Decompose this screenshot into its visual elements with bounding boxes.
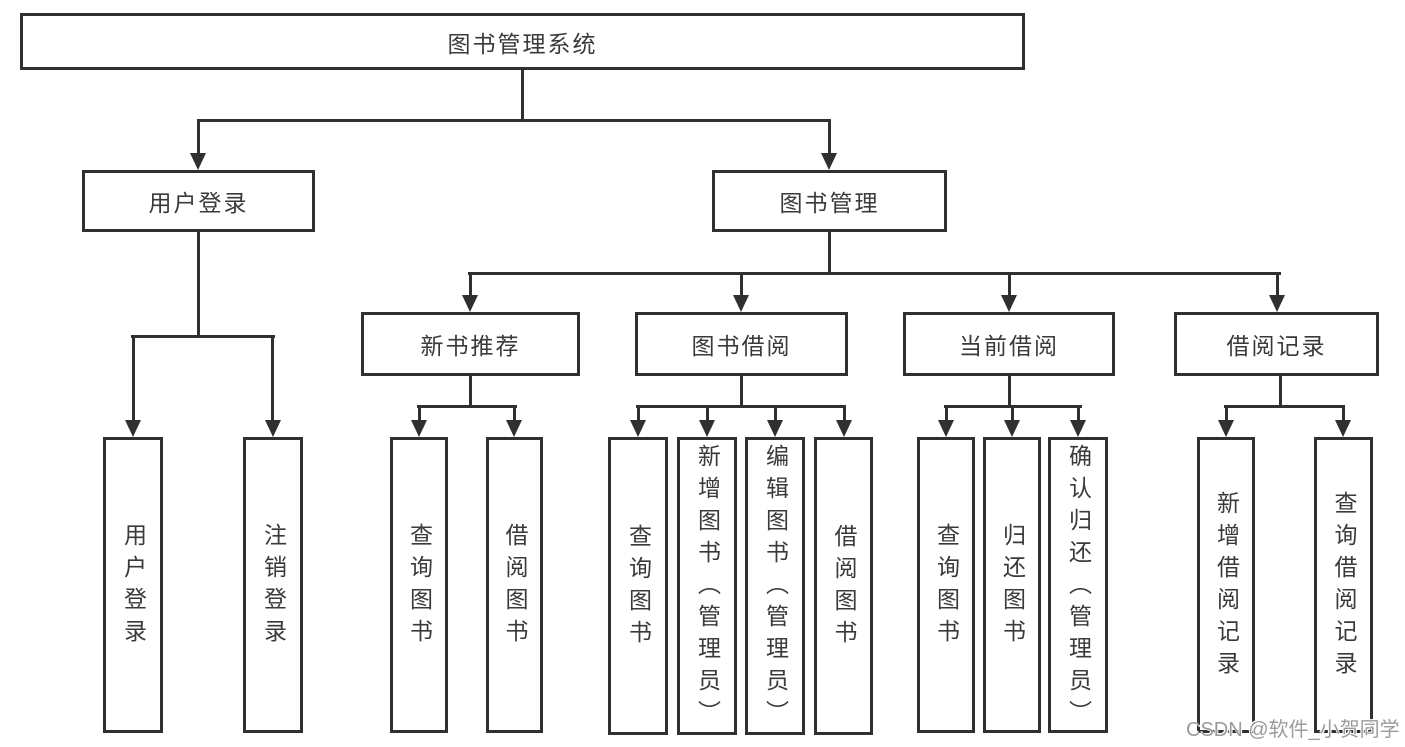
connector-line <box>1276 272 1279 298</box>
connector-line <box>637 405 640 423</box>
connector-line <box>740 272 743 298</box>
leaf-confirm-return-admin: 确认归还（管理员） <box>1048 437 1108 733</box>
node-book-management: 图书管理 <box>712 170 947 232</box>
leaf-return-books: 归还图书 <box>983 437 1041 733</box>
leaf-add-borrow-record: 新增借阅记录 <box>1197 437 1255 733</box>
connector-line <box>1008 374 1011 408</box>
connector-line <box>469 374 472 408</box>
connector-line <box>271 335 274 423</box>
leaf-query-borrow-record: 查询借阅记录 <box>1314 437 1373 733</box>
arrowhead-icon <box>411 420 427 437</box>
arrowhead-icon <box>1070 420 1086 437</box>
connector-line <box>513 405 516 423</box>
connector-line <box>1077 405 1080 423</box>
node-library-management-system: 图书管理系统 <box>20 13 1025 70</box>
arrowhead-icon <box>125 420 141 437</box>
arrowhead-icon <box>190 153 206 170</box>
arrowhead-icon <box>462 295 478 312</box>
leaf-user-login: 用户登录 <box>103 437 163 733</box>
arrowhead-icon <box>938 420 954 437</box>
arrowhead-icon <box>1004 420 1020 437</box>
arrowhead-icon <box>699 420 715 437</box>
node-new-book-recommendation: 新书推荐 <box>361 312 580 376</box>
connector-line <box>1224 405 1345 408</box>
arrowhead-icon <box>506 420 522 437</box>
leaf-query-books-borrowing: 查询图书 <box>608 437 668 735</box>
leaf-add-books-admin: 新增图书（管理员） <box>677 437 737 735</box>
connector-line <box>843 405 846 423</box>
connector-line <box>828 119 831 155</box>
leaf-borrow-books-recommend: 借阅图书 <box>486 437 543 733</box>
arrowhead-icon <box>1001 295 1017 312</box>
arrowhead-icon <box>767 420 783 437</box>
connector-line <box>197 231 200 338</box>
node-book-borrowing: 图书借阅 <box>635 312 848 376</box>
connector-line <box>1342 405 1345 423</box>
connector-line <box>469 272 472 298</box>
leaf-query-books-recommend: 查询图书 <box>390 437 448 733</box>
arrowhead-icon <box>836 420 852 437</box>
connector-line <box>1008 272 1011 298</box>
connector-line <box>197 119 831 122</box>
arrowhead-icon <box>1218 420 1234 437</box>
arrowhead-icon <box>1269 295 1285 312</box>
connector-line <box>132 335 135 423</box>
connector-line <box>706 405 709 423</box>
leaf-query-books-current: 查询图书 <box>917 437 975 733</box>
connector-line <box>1011 405 1014 423</box>
leaf-logout: 注销登录 <box>243 437 303 733</box>
arrowhead-icon <box>733 295 749 312</box>
connector-line <box>1279 374 1282 408</box>
connector-line <box>636 405 846 408</box>
connector-line <box>468 272 1281 275</box>
leaf-borrow-books-borrowing: 借阅图书 <box>814 437 873 735</box>
connector-line <box>740 374 743 408</box>
node-user-login: 用户登录 <box>82 170 315 232</box>
csdn-watermark: CSDN @软件_小贺同学 <box>1186 719 1400 741</box>
connector-line <box>521 68 524 121</box>
connector-line <box>417 405 517 408</box>
connector-line <box>828 231 831 275</box>
arrowhead-icon <box>630 420 646 437</box>
connector-line <box>774 405 777 423</box>
arrowhead-icon <box>1335 420 1351 437</box>
node-current-borrowing: 当前借阅 <box>903 312 1115 376</box>
connector-line <box>418 405 421 423</box>
connector-line <box>1225 405 1228 423</box>
connector-line <box>945 405 948 423</box>
leaf-edit-books-admin: 编辑图书（管理员） <box>745 437 805 735</box>
arrowhead-icon <box>821 153 837 170</box>
connector-line <box>131 335 275 338</box>
arrowhead-icon <box>265 420 281 437</box>
node-borrowing-records: 借阅记录 <box>1174 312 1379 376</box>
connector-line <box>197 119 200 155</box>
